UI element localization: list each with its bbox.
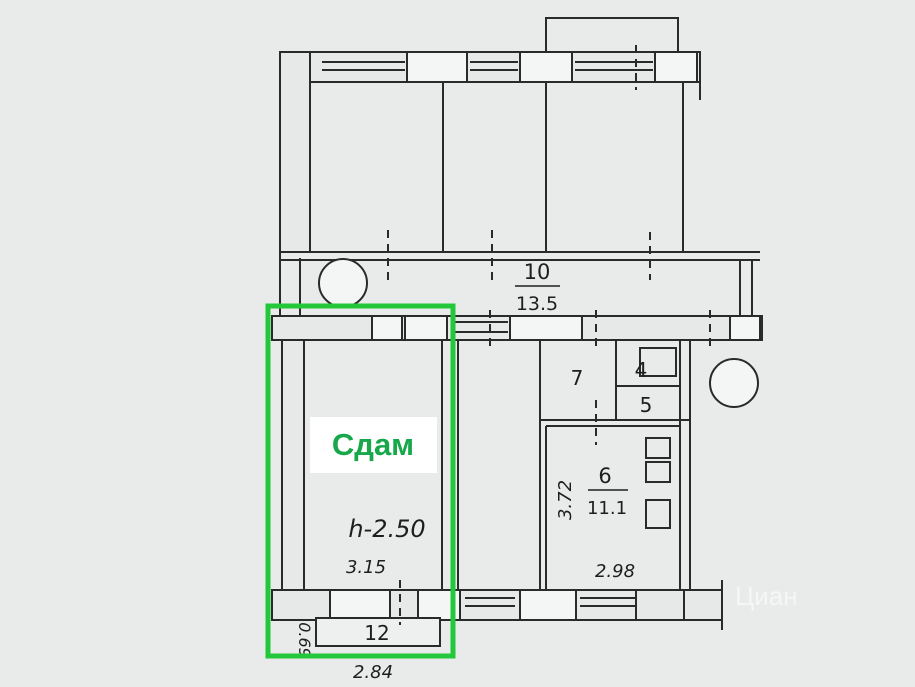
room-5-number: 5 bbox=[640, 393, 653, 417]
rent-badge bbox=[310, 417, 437, 473]
watermark: Циан bbox=[735, 581, 798, 611]
dimension-3-15: 3.15 bbox=[346, 557, 386, 578]
room-7-number: 7 bbox=[571, 366, 584, 390]
room-6-area: 11.1 bbox=[587, 498, 627, 519]
rent-badge-label: Сдам bbox=[332, 427, 414, 462]
dimension-0-69: 0.69 bbox=[295, 622, 314, 658]
room-10-number: 10 bbox=[524, 260, 551, 284]
room-6-number: 6 bbox=[598, 464, 611, 488]
stove-circle bbox=[318, 258, 368, 308]
room-12-number: 12 bbox=[364, 621, 389, 645]
dimension-3-72: 3.72 bbox=[555, 480, 576, 520]
door-marks bbox=[387, 45, 711, 625]
highlight-frame bbox=[265, 303, 456, 659]
room-10-area: 13.5 bbox=[516, 293, 558, 315]
stove-circle bbox=[709, 358, 759, 408]
room-4-number: 4 bbox=[635, 358, 648, 382]
plan-walls bbox=[271, 17, 763, 647]
dimension-2-84: 2.84 bbox=[353, 662, 393, 683]
ceiling-height: h-2.50 bbox=[348, 515, 425, 543]
dimension-2-98: 2.98 bbox=[595, 561, 635, 582]
